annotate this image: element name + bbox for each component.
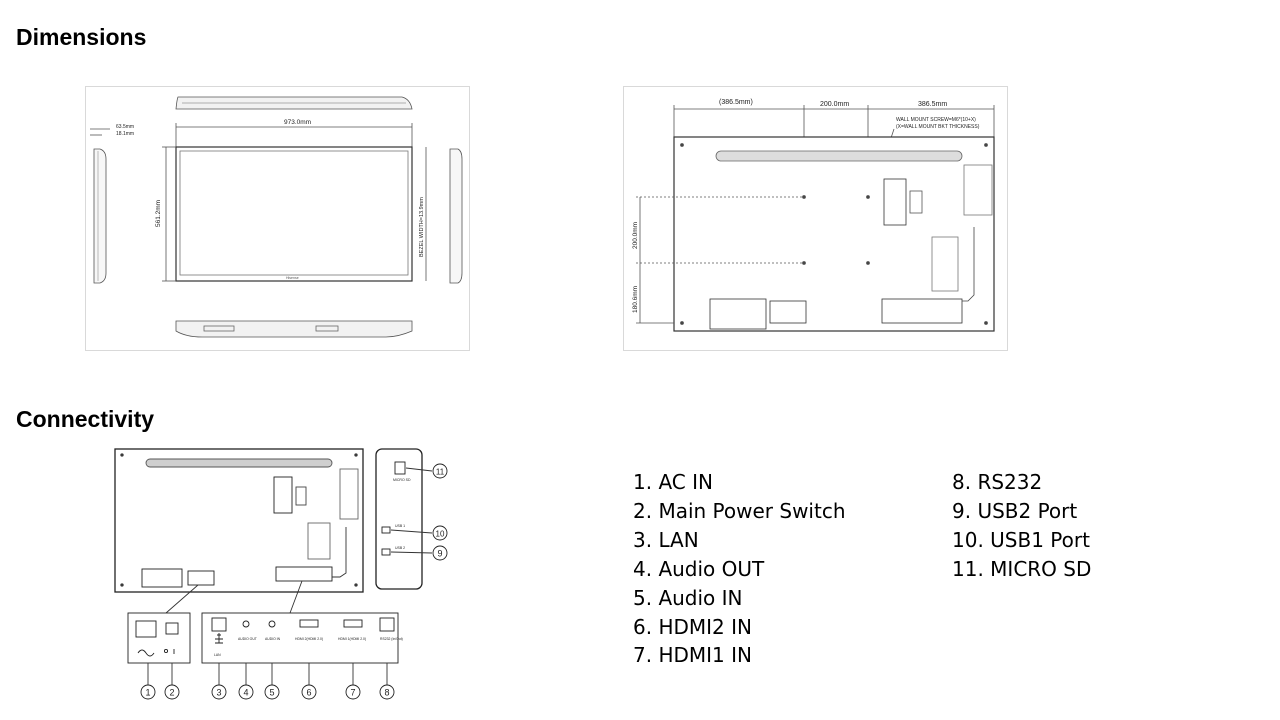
callout-5: 5 xyxy=(269,688,274,698)
legend-item: 11. MICRO SD xyxy=(952,556,1092,581)
connectivity-heading: Connectivity xyxy=(16,406,155,432)
legend-item: 2. Main Power Switch xyxy=(633,498,846,523)
callout-3: 3 xyxy=(216,688,221,698)
port-label-hdmi1: HDMI 1(HDMI 2.0) xyxy=(338,637,366,641)
legend-left-column: 1. AC IN 2. Main Power Switch 3. LAN 4. … xyxy=(633,468,846,670)
callout-1: 1 xyxy=(145,688,150,698)
connectivity-drawing: MICRO SD USB 1 USB 2 LAN AUDIO OUT AUDIO… xyxy=(112,447,460,707)
side-label-sd: MICRO SD xyxy=(393,478,411,482)
legend-item: 3. LAN xyxy=(633,527,699,552)
callout-9: 9 xyxy=(437,549,442,559)
legend-item: 5. Audio IN xyxy=(633,585,743,610)
rear-dim-right: 386.5mm xyxy=(918,101,947,108)
logo-text: Hisense xyxy=(286,276,299,280)
callout-6: 6 xyxy=(306,688,311,698)
port-label-audio-in: AUDIO IN xyxy=(265,637,281,641)
height-dimension-label: 561.2mm xyxy=(155,200,162,227)
wall-mount-note-line-2: (X=WALL MOUNT BKT THICKNESS) xyxy=(896,124,980,130)
depth-label-2: 18.1mm xyxy=(116,131,134,137)
callout-11: 11 xyxy=(436,468,445,477)
rear-vert-upper: 200.0mm xyxy=(632,222,639,249)
wall-mount-note-line-1: WALL MOUNT SCREW=M6*(10+X) xyxy=(896,117,976,123)
rear-dim-left: (386.5mm) xyxy=(719,99,753,106)
side-label-usb2: USB 2 xyxy=(395,546,405,550)
legend-item: 4. Audio OUT xyxy=(633,556,765,581)
legend-right-column: 8. RS232 9. USB2 Port 10. USB1 Port 11. … xyxy=(952,468,1091,584)
legend-item: 7. HDMI1 IN xyxy=(633,643,752,668)
bezel-width-label: BEZEL WIDTH=13.9mm xyxy=(419,197,425,257)
rear-vert-lower: 180.6mm xyxy=(632,286,639,313)
callout-4: 4 xyxy=(243,688,248,698)
width-dimension-label: 973.0mm xyxy=(284,119,311,126)
port-label-audio-out: AUDIO OUT xyxy=(238,637,257,641)
callout-7: 7 xyxy=(350,688,355,698)
callout-10: 10 xyxy=(436,530,445,539)
side-label-usb1: USB 1 xyxy=(395,524,405,528)
legend-item: 6. HDMI2 IN xyxy=(633,614,752,639)
rear-dim-mid: 200.0mm xyxy=(820,101,849,108)
callout-2: 2 xyxy=(169,688,174,698)
callout-8: 8 xyxy=(384,688,389,698)
legend-item: 10. USB1 Port xyxy=(952,527,1090,552)
port-label-lan: LAN xyxy=(214,653,221,657)
rear-dimension-drawing: (386.5mm) 200.0mm 386.5mm WALL MOUNT SCR… xyxy=(623,86,1008,351)
front-dimension-drawing: 973.0mm Hisense 561.2mm BEZEL WIDTH=13.9… xyxy=(85,86,470,351)
depth-label-1: 63.5mm xyxy=(116,124,134,130)
dimensions-heading: Dimensions xyxy=(16,24,147,50)
legend-item: 9. USB2 Port xyxy=(952,498,1078,523)
legend-item: 8. RS232 xyxy=(952,470,1043,494)
port-label-hdmi2: HDMI 2(HDMI 2.0) xyxy=(295,637,323,641)
legend-item: 1. AC IN xyxy=(633,470,713,494)
port-label-rs232: RS232 (In/Out) xyxy=(380,637,403,641)
